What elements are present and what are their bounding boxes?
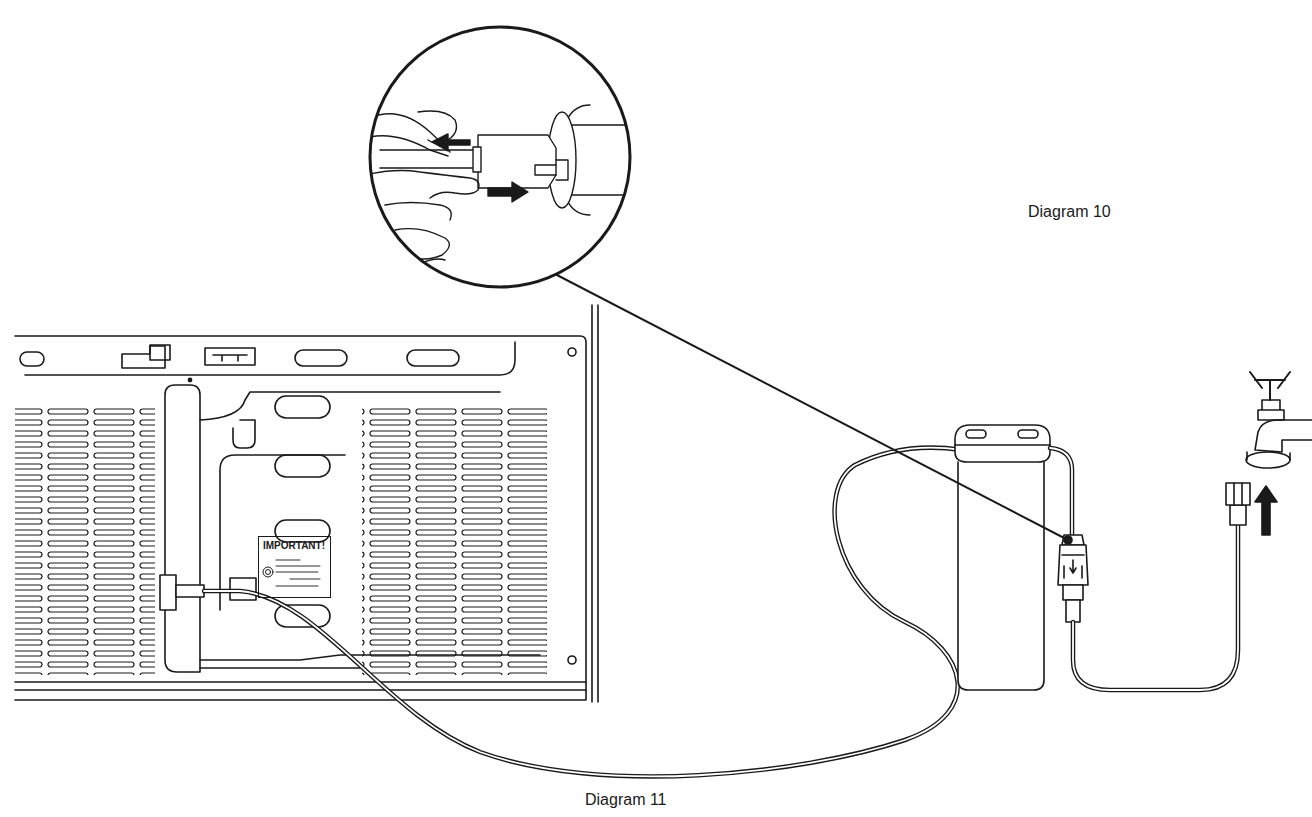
sticker-text: IMPORTANT! [263,540,326,552]
water-filter [955,372,1312,690]
diagram-caption: Diagram 10 [1026,202,1113,222]
magnifier-callout [360,27,1072,544]
water-hose [204,448,962,777]
fridge-back-panel [15,305,598,702]
warning-sticker: IMPORTANT! [258,536,331,598]
diagram-caption: Diagram 11 [583,790,669,810]
